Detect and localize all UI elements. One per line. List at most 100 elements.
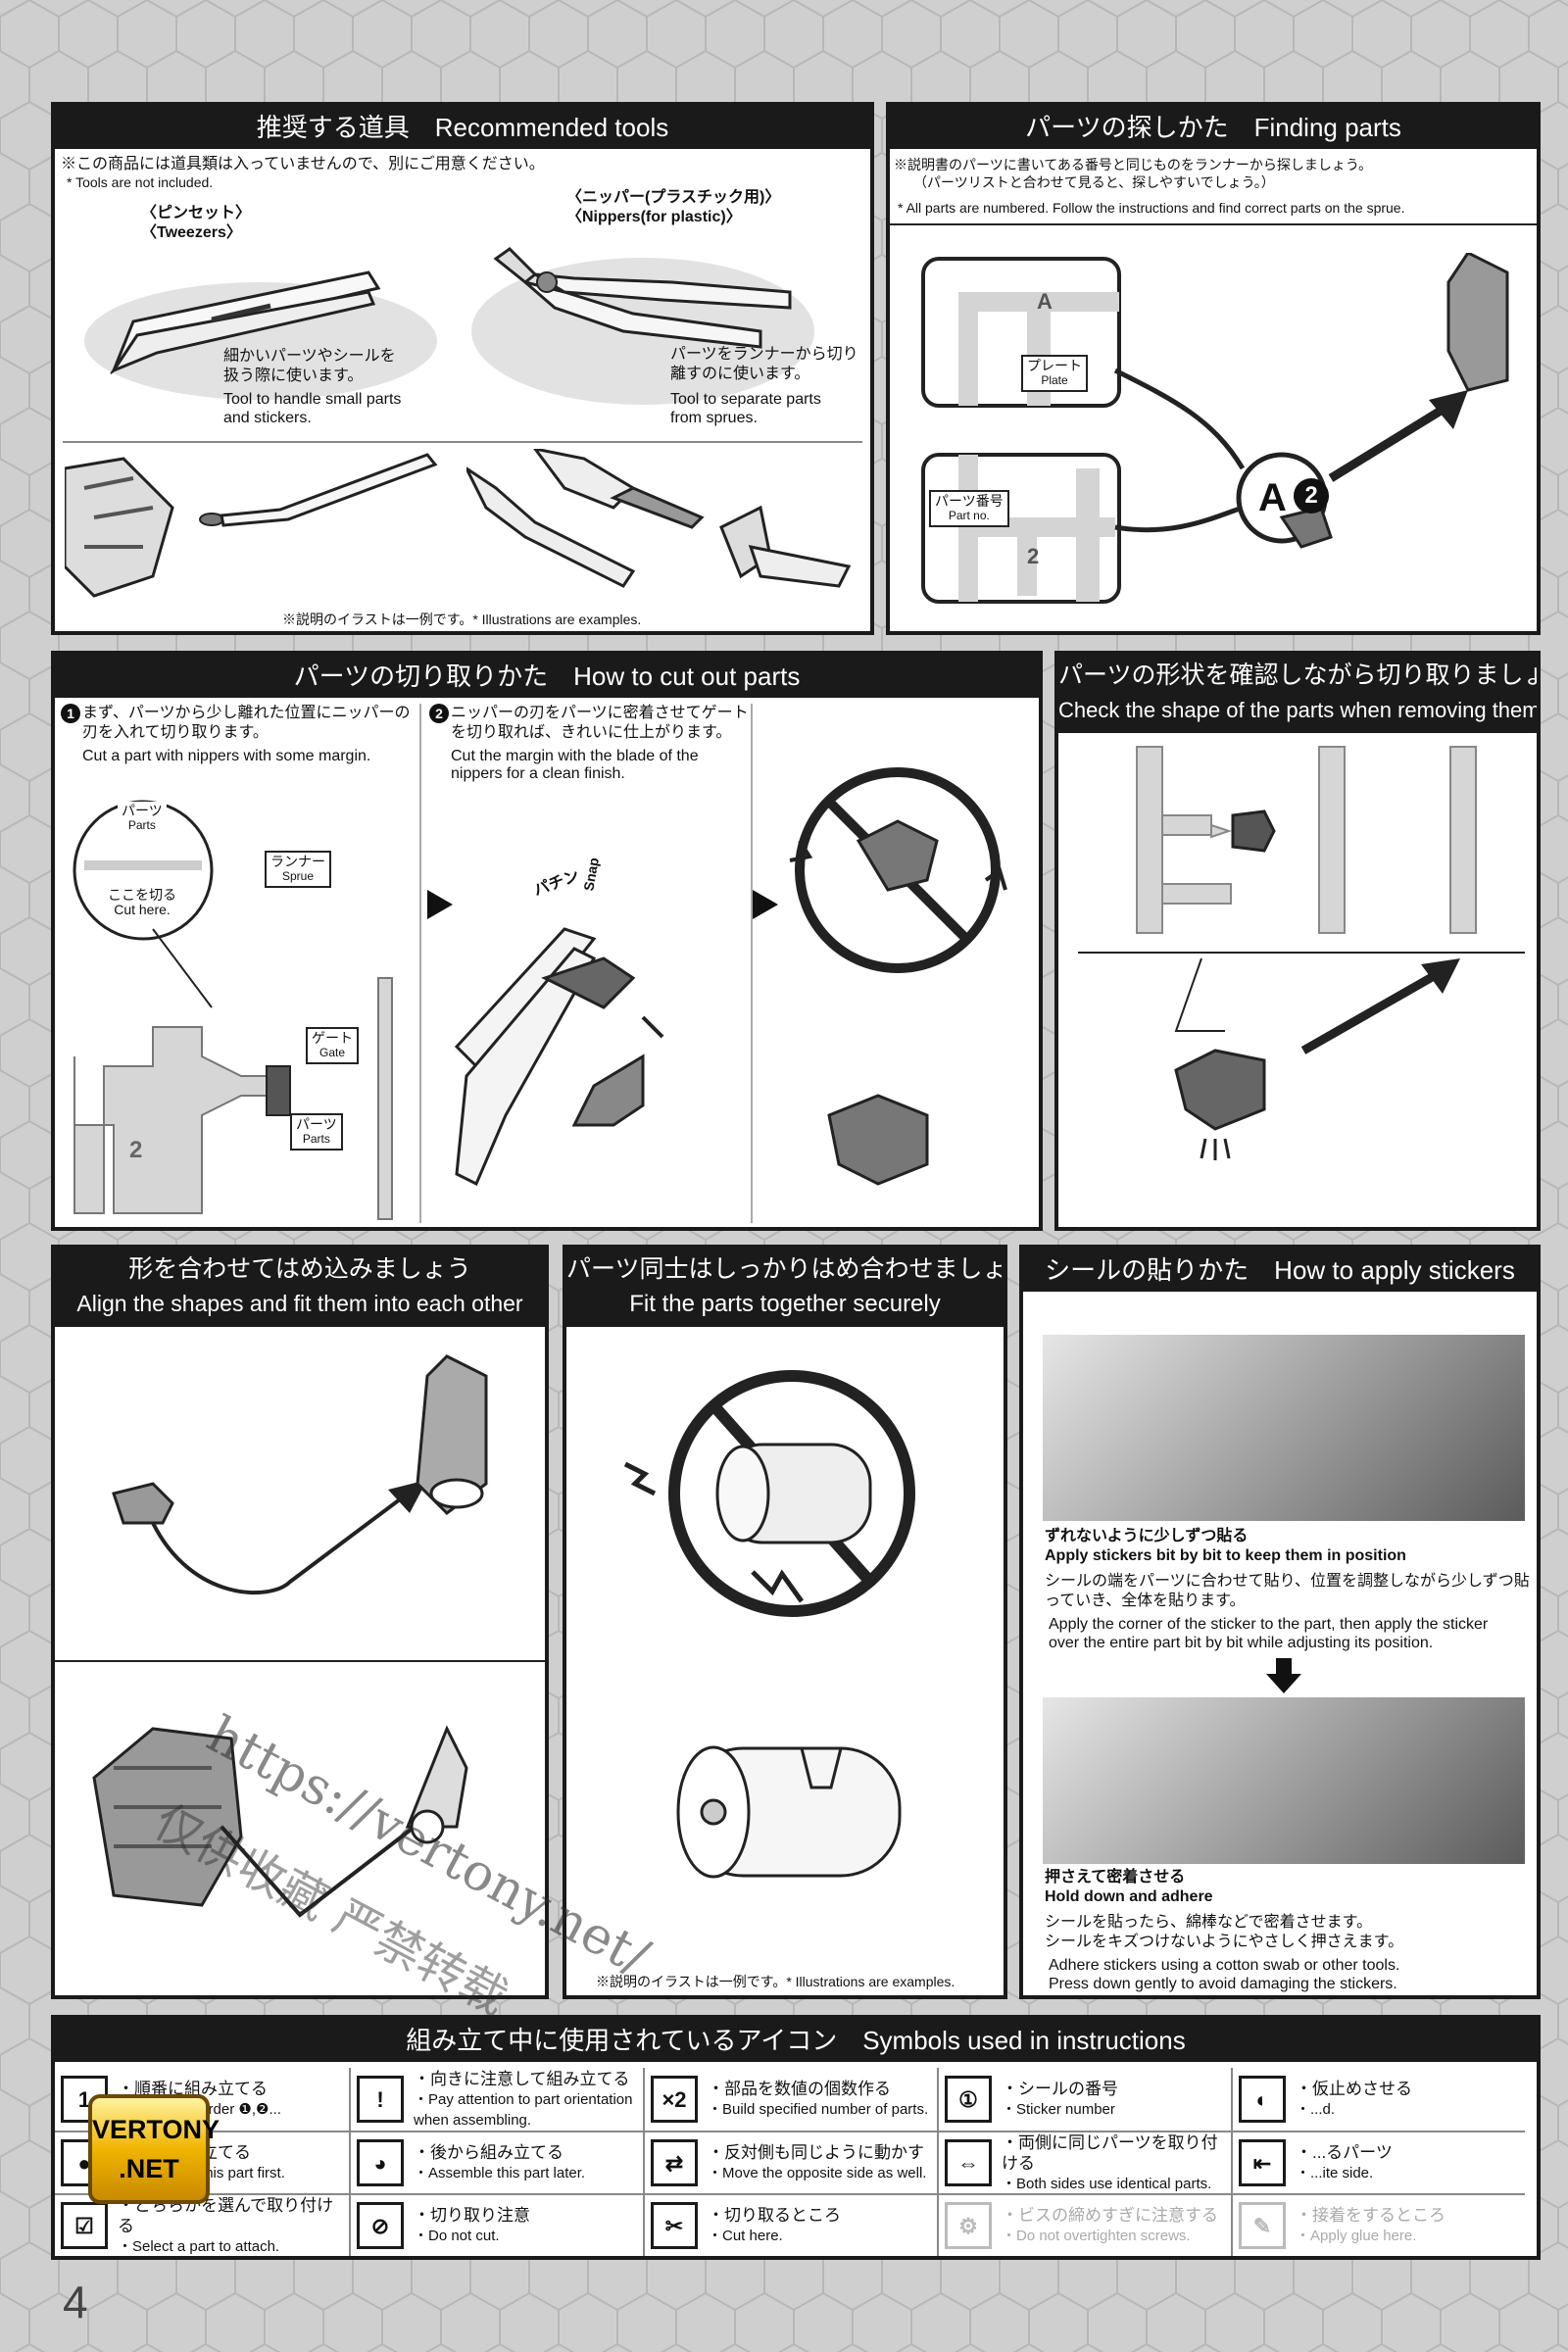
nippers-usage-illustration (466, 449, 868, 606)
symbol-glue-text: ・接着をするところ・Apply glue here. (1296, 2205, 1446, 2246)
finding-parts-panel: パーツの探しかた Finding parts ※説明書のパーツに書いてある番号と… (886, 102, 1541, 635)
tools-divider (63, 441, 862, 443)
align-shapes-header-en: Align the shapes and fit them into each … (55, 1287, 545, 1321)
symbol-multiply-icon: ×2 (651, 2076, 698, 2123)
part-number-label-jp: パーツ番号 (935, 493, 1004, 509)
symbol-screws-text: ・ビスの締めすぎに注意する・Do not overtighten screws. (1002, 2205, 1218, 2246)
cut-parts-header: パーツの切り取りかた How to cut out parts (55, 655, 1039, 698)
stickers-panel: シールの貼りかた How to apply stickers ずれないように少し… (1019, 1245, 1541, 1999)
symbol-later-text: ・後から組み立てる・Assemble this part later. (414, 2142, 585, 2183)
symbol-attach-side-en: ・...ite side. (1296, 2163, 1393, 2183)
symbol-select-en: ・Select a part to attach. (118, 2236, 349, 2257)
parts-label-zoom-jp: パーツ (122, 803, 163, 818)
cut-parts-panel: パーツの切り取りかた How to cut out parts 1 まず、パーツ… (51, 651, 1043, 1231)
parts-label-en: Parts (296, 1132, 337, 1147)
gate-label-en: Gate (312, 1046, 353, 1060)
sticker-step2-title-jp: 押さえて密着させる (1045, 1868, 1185, 1886)
gate-label-jp: ゲート (312, 1030, 353, 1046)
fit-parts-panel: パーツ同士はしっかりはめ合わせましょう Fit the parts togeth… (563, 1245, 1007, 1999)
symbol-cut-here-jp: ・切り取るところ (708, 2205, 841, 2226)
symbol-sticker-number-en: ・Sticker number (1002, 2099, 1118, 2120)
step-divider-1 (419, 704, 421, 1223)
symbol-do-not-cut-en: ・Do not cut. (414, 2226, 530, 2246)
symbol-glue-jp: ・接着をするところ (1296, 2205, 1446, 2226)
sticker-down-arrow (1266, 1658, 1301, 1693)
step2-number: 2 (435, 706, 443, 721)
sprue-number: 2 (1027, 547, 1039, 565)
sprue-label-jp: ランナー (270, 854, 325, 869)
parts-label: パーツ Parts (290, 1113, 343, 1151)
gate-label: ゲート Gate (306, 1027, 359, 1064)
symbol-orientation-jp: ・向きに注意して組み立てる (414, 2069, 643, 2089)
symbols-header: 組み立て中に使用されているアイコン Symbols used in instru… (55, 2019, 1537, 2062)
sticker-photo-1 (1043, 1335, 1525, 1521)
step1-number: 1 (67, 706, 74, 721)
symbol-orientation-icon: ! (357, 2076, 404, 2123)
cut-here-jp: ここを切る (108, 887, 176, 903)
prohibited-cut-illustration (780, 762, 1035, 1213)
symbol-later: ◕・後から組み立てる・Assemble this part later. (349, 2131, 643, 2193)
finding-divider (890, 223, 1537, 225)
align-top-illustration (74, 1347, 535, 1641)
sprue-diagram (919, 253, 1527, 625)
plate-label-jp: プレート (1027, 358, 1082, 373)
part-number-label-en: Part no. (935, 509, 1004, 523)
sticker-step1-title-en: Apply stickers bit by bit to keep them i… (1045, 1546, 1406, 1565)
align-divider (55, 1660, 545, 1662)
nippers-desc-jp2: 離すのに使います。 (670, 365, 809, 383)
sticker-step1-jp2: っていき、全体を貼ります。 (1045, 1592, 1245, 1610)
symbol-sticker-number: ①・シールの番号・Sticker number (937, 2068, 1231, 2131)
symbol-screws-jp: ・ビスの締めすぎに注意する (1002, 2205, 1218, 2226)
symbol-both-sides-jp: ・両側に同じパーツを取り付ける (1002, 2132, 1231, 2174)
sticker-step1-en1: Apply the corner of the sticker to the p… (1049, 1615, 1488, 1634)
symbol-select-icon: ☑ (61, 2202, 108, 2249)
finding-note-en: * All parts are numbered. Follow the ins… (898, 200, 1405, 216)
nippers-desc-en1: Tool to separate parts (670, 390, 821, 409)
step1-en: Cut a part with nippers with some margin… (82, 747, 370, 765)
check-shape-header: パーツの形状を確認しながら切り取りましょう Check the shape of… (1058, 655, 1537, 733)
step1-jp2: 刃を入れて切り取ります。 (82, 723, 269, 742)
cut-step2-illustration (447, 860, 741, 1213)
symbol-multiply: ×2・部品を数値の個数作る・Build specified number of … (643, 2068, 937, 2131)
symbol-temporary-icon: ◐ (1239, 2076, 1286, 2123)
symbol-orientation: !・向きに注意して組み立てる・Pay attention to part ori… (349, 2068, 643, 2131)
cut-sprue-number: 2 (129, 1141, 142, 1159)
sprue-label-en: Sprue (270, 869, 325, 884)
sticker-step2-title-en: Hold down and adhere (1045, 1887, 1213, 1906)
symbol-opposite-jp: ・反対側も同じように動かす (708, 2142, 926, 2163)
symbol-screws: ⚙・ビスの締めすぎに注意する・Do not overtighten screws… (937, 2193, 1231, 2256)
nippers-label-jp: 〈ニッパー(プラスチック用)〉 (566, 188, 780, 207)
symbol-glue-en: ・Apply glue here. (1296, 2226, 1446, 2246)
symbol-do-not-cut: ⊘・切り取り注意・Do not cut. (349, 2193, 643, 2256)
symbol-later-jp: ・後から組み立てる (414, 2142, 585, 2163)
tools-note-jp: ※この商品には道具類は入っていませんので、別にご用意ください。 (61, 155, 545, 173)
stickers-header: シールの貼りかた How to apply stickers (1023, 1249, 1537, 1292)
symbol-attach-side: ⇤・...るパーツ・...ite side. (1231, 2131, 1525, 2193)
symbol-screws-en: ・Do not overtighten screws. (1002, 2226, 1218, 2246)
arrow-right-2 (753, 890, 778, 919)
sticker-step1-en2: over the entire part bit by bit while ad… (1049, 1634, 1433, 1652)
symbol-multiply-text: ・部品を数値の個数作る・Build specified number of pa… (708, 2079, 928, 2120)
symbol-later-en: ・Assemble this part later. (414, 2163, 585, 2183)
vertony-logo: VERTONY .NET (88, 2094, 210, 2204)
symbol-sticker-number-jp: ・シールの番号 (1002, 2079, 1118, 2099)
symbol-both-sides-en: ・Both sides use identical parts. (1002, 2174, 1231, 2194)
sticker-step2-jp2: シールをキズつけないようにやさしく押さえます。 (1045, 1933, 1403, 1951)
nippers-desc-en2: from sprues. (670, 409, 758, 427)
check-shape-header-jp: パーツの形状を確認しながら切り取りましょう (1058, 659, 1537, 693)
finding-parts-header: パーツの探しかた Finding parts (890, 106, 1537, 149)
recommended-tools-panel: 推奨する道具 Recommended tools ※この商品には道具類は入ってい… (51, 102, 874, 635)
step2-jp1: ニッパーの刃をパーツに密着させてゲート (451, 704, 749, 722)
symbol-cut-here-text: ・切り取るところ・Cut here. (708, 2205, 841, 2246)
symbol-glue-icon: ✎ (1239, 2202, 1286, 2249)
symbol-temporary-text: ・仮止めさせる・...d. (1296, 2079, 1412, 2120)
symbol-later-icon: ◕ (357, 2139, 404, 2186)
parts-label-zoom-en: Parts (122, 818, 163, 833)
symbol-attach-side-text: ・...るパーツ・...ite side. (1296, 2142, 1393, 2183)
symbol-temporary-en: ・...d. (1296, 2099, 1412, 2120)
sticker-step1-title-jp: ずれないように少しずつ貼る (1045, 1527, 1248, 1545)
fit-parts-header: パーツ同士はしっかりはめ合わせましょう Fit the parts togeth… (566, 1249, 1004, 1327)
symbol-opposite: ⇄・反対側も同じように動かす・Move the opposite side as… (643, 2131, 937, 2193)
symbol-orientation-text: ・向きに注意して組み立てる・Pay attention to part orie… (414, 2069, 643, 2131)
check-shape-illustration (1068, 737, 1535, 1227)
